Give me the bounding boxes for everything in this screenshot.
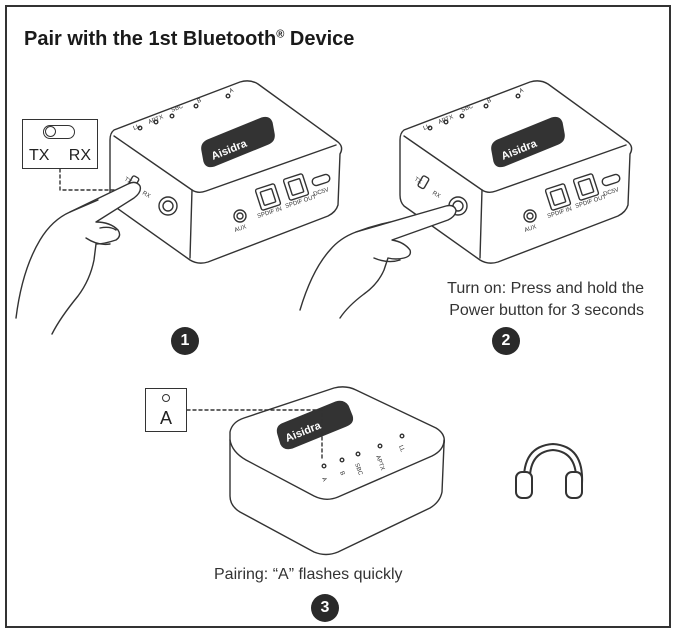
port-aux: AUX [234,224,248,234]
led-label-b-3: B [338,471,345,477]
device-step1 [109,80,343,264]
led-label-aptx: APTX [148,114,165,125]
step-2-caption: Turn on: Press and hold the Power button… [414,278,644,322]
title-suffix: Device [284,28,355,50]
led-label-a-2: A [519,88,525,95]
port-dc: DC5V [313,187,330,198]
led-a-callout: A [145,388,187,432]
led-label-sbc: SBC [171,103,185,113]
led-indicator-icon [162,394,170,402]
switch-tx-text: TX [29,147,50,164]
led-label-aptx-3: APTX [374,455,385,472]
led-label-a: A [229,88,235,95]
switch-rx-text: RX [68,147,91,164]
hand-icon [299,204,457,319]
step-3-badge: 3 [311,594,339,622]
led-label-sbc-3: SBC [353,463,363,477]
diagram-frame [5,5,671,628]
step-1-badge: 1 [171,327,199,355]
led-label-ll-3: LL [397,445,405,454]
registered-mark: ® [276,28,285,41]
port-aux-2: AUX [524,224,538,234]
device-step2 [399,80,633,264]
step-2-badge: 2 [492,327,520,355]
hand-icon [15,181,142,335]
title-text: Pair with the 1st Bluetooth [24,28,277,50]
led-label-b: B [197,98,203,105]
led-label-ll: LL [133,124,142,132]
page-title: Pair with the 1st Bluetooth® Device [24,28,354,51]
switch-toggle-icon [43,125,75,139]
switch-tx-label: TX [123,177,133,186]
headphones-icon [515,443,584,499]
led-label-b-2: B [487,98,493,105]
port-dc-2: DC5V [603,187,620,198]
switch-rx-label-2: RX [431,191,441,200]
step-2-caption-line1: Turn on: Press and hold the [447,280,644,297]
led-label-aptx-2: APTX [438,114,455,125]
switch-tx-label-2: TX [413,177,423,186]
led-label-sbc-2: SBC [461,103,475,113]
led-label-ll-2: LL [423,124,432,132]
led-label-a-3: A [320,477,327,483]
step-2-caption-line2: Power button for 3 seconds [449,302,644,319]
device-step3 [229,386,446,556]
led-a-text: A [159,408,172,428]
switch-rx-label: RX [141,191,151,200]
step-3-caption: Pairing: “A” flashes quickly [214,566,403,583]
switch-callout: TX RX [22,119,98,169]
